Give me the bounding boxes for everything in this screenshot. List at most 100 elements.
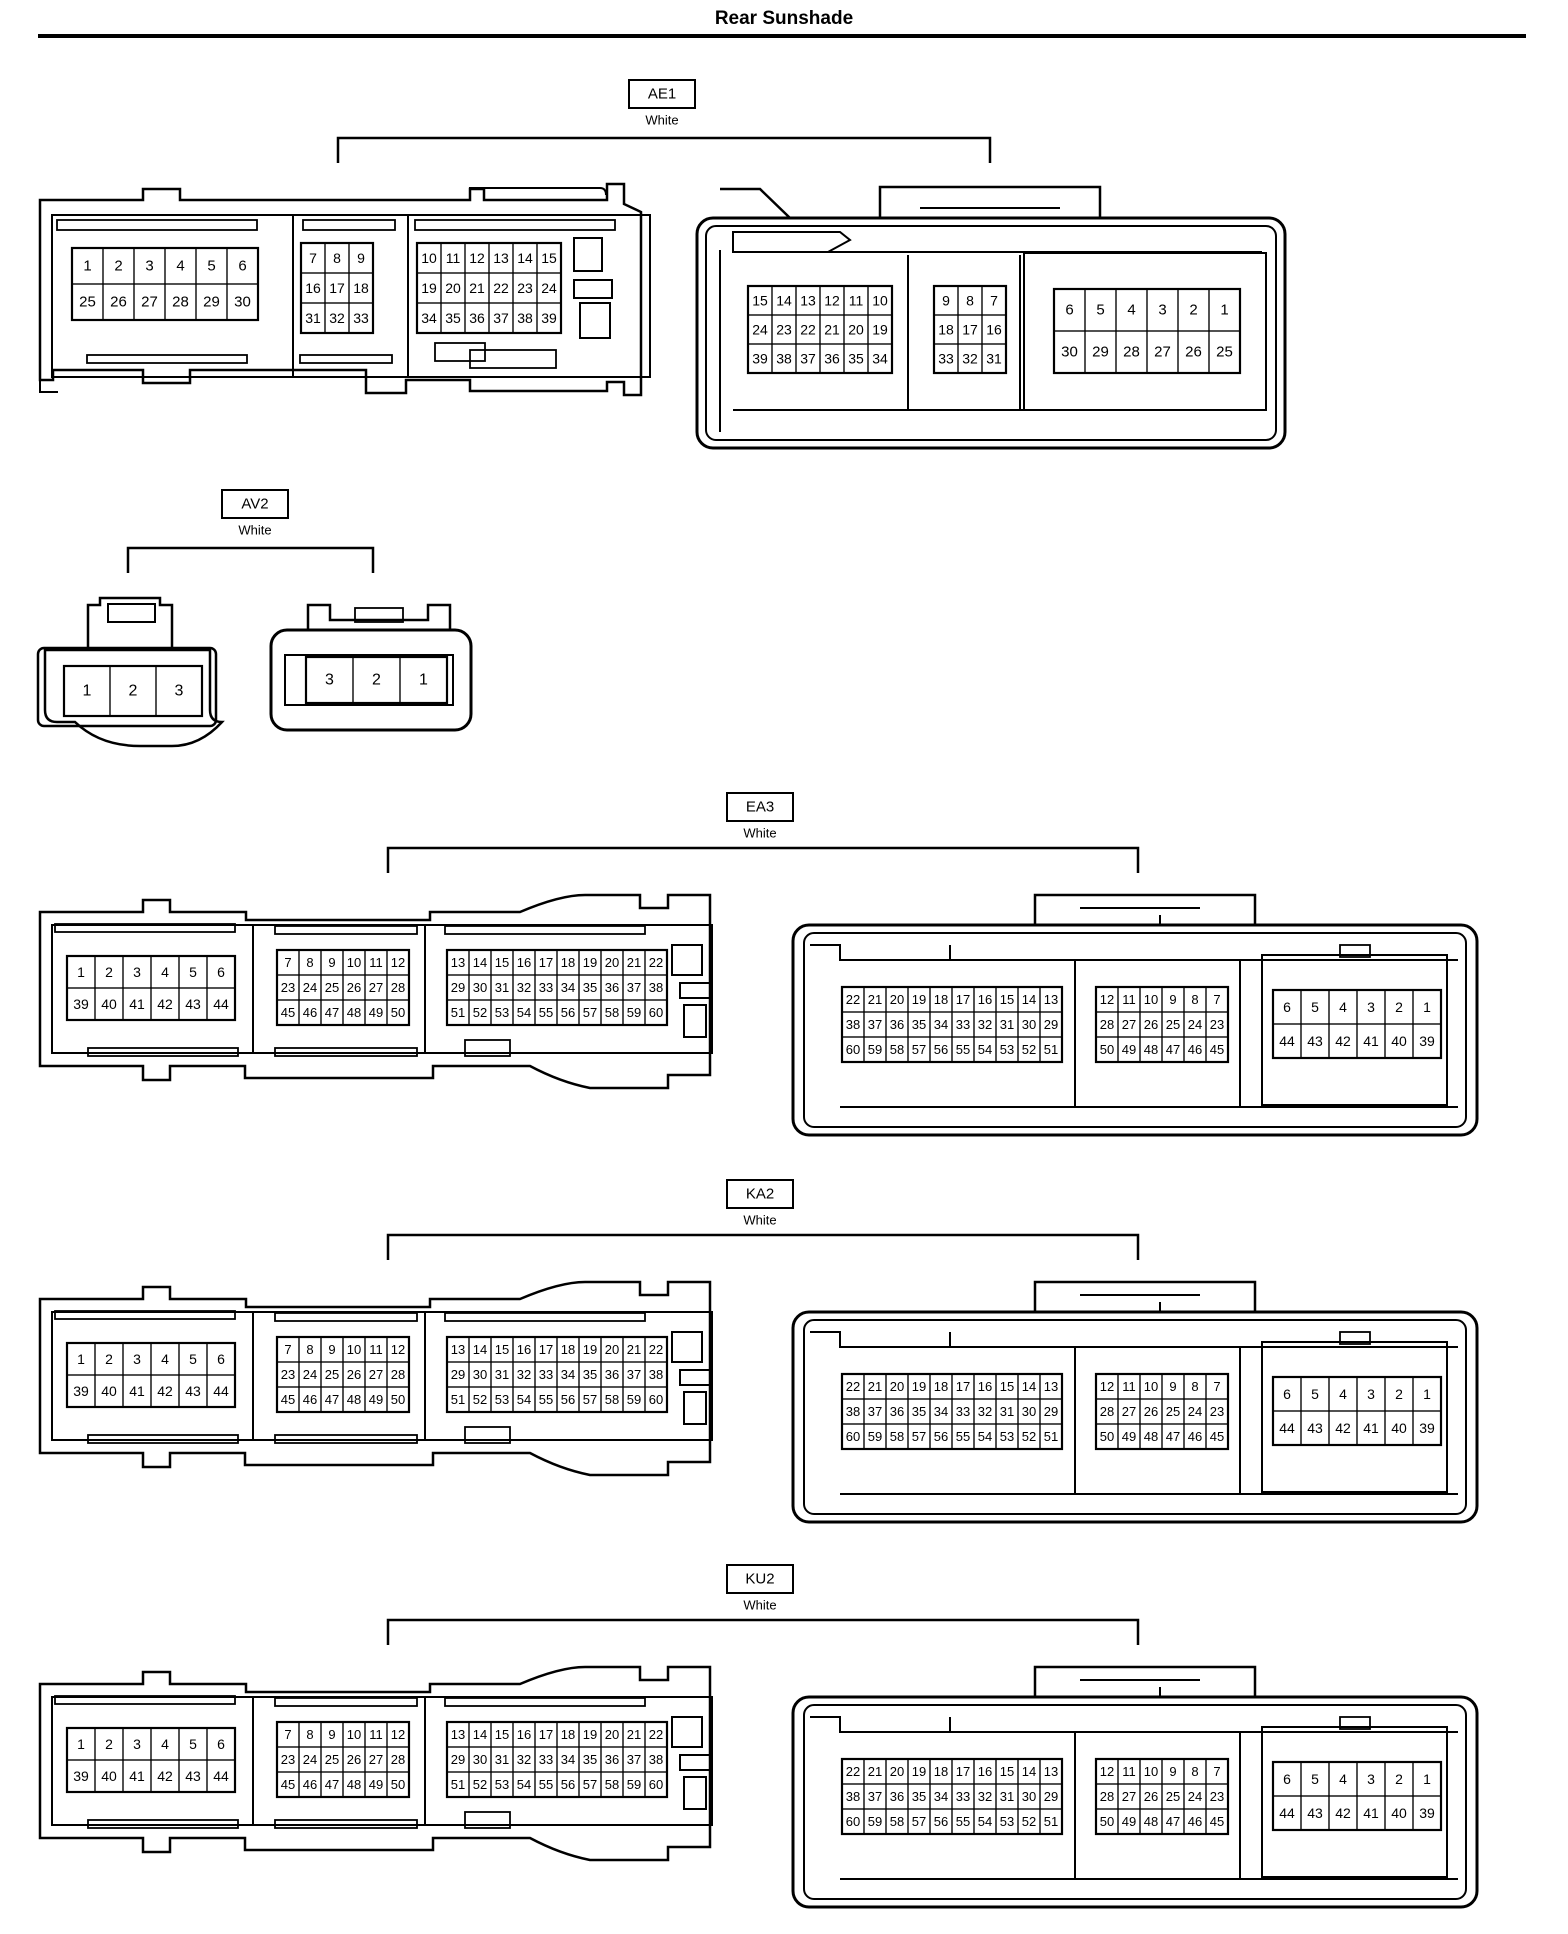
pin-number: 38	[846, 1017, 860, 1032]
ae1-male-rib	[86, 354, 248, 364]
pin-number: 46	[303, 1005, 317, 1020]
pin-number: 9	[357, 250, 365, 266]
pin-number: 35	[583, 1367, 597, 1382]
pairing-bracket	[336, 136, 992, 163]
ea-male-shell	[38, 1280, 712, 1477]
pin-number: 27	[369, 1752, 383, 1767]
pin-number: 55	[956, 1814, 970, 1829]
pin-number: 30	[473, 1752, 487, 1767]
ea-male-key	[683, 1391, 707, 1425]
title-rule	[38, 34, 1526, 38]
pin-cell	[1205, 1423, 1229, 1450]
pin-number: 32	[329, 310, 345, 326]
pin-number: 14	[473, 1727, 487, 1742]
pin-number: 54	[517, 1392, 531, 1407]
pin-number: 8	[1191, 992, 1198, 1007]
pin-number: 26	[347, 1752, 361, 1767]
pin-number: 23	[1210, 1017, 1224, 1032]
pin-cell	[206, 1759, 236, 1793]
pin-number: 16	[978, 1379, 992, 1394]
pin-number: 1	[77, 964, 85, 980]
pin-number: 50	[1100, 1814, 1114, 1829]
pin-cell	[399, 656, 448, 704]
pin-number: 57	[583, 1777, 597, 1792]
pin-number: 2	[1395, 1771, 1403, 1787]
ea-female-inner	[803, 1319, 1467, 1515]
pin-number: 24	[1188, 1789, 1202, 1804]
pin-number: 18	[561, 955, 575, 970]
pin-number: 37	[627, 1367, 641, 1382]
pin-number: 45	[281, 1392, 295, 1407]
pin-number: 45	[1210, 1042, 1224, 1057]
pin-number: 28	[391, 1752, 405, 1767]
av2-male-latch-window	[107, 603, 156, 623]
pin-number: 8	[1191, 1379, 1198, 1394]
ea-male-latch	[464, 1426, 511, 1444]
pin-number: 12	[391, 1727, 405, 1742]
pin-number: 42	[1335, 1805, 1351, 1821]
pin-number: 49	[1122, 1429, 1136, 1444]
pin-number: 43	[185, 996, 201, 1012]
pin-number: 39	[73, 1383, 89, 1399]
pin-number: 18	[934, 1764, 948, 1779]
pin-number: 23	[281, 1367, 295, 1382]
pin-number: 20	[890, 1764, 904, 1779]
ea-female-hood	[1033, 1280, 1257, 1312]
pin-cell	[1039, 1808, 1063, 1835]
pin-number: 24	[1188, 1017, 1202, 1032]
pin-number: 2	[114, 258, 122, 275]
pin-number: 49	[369, 1005, 383, 1020]
pin-number: 24	[303, 980, 317, 995]
pin-number: 12	[824, 293, 840, 309]
pin-number: 4	[176, 258, 184, 275]
pin-number: 57	[912, 1042, 926, 1057]
pin-number: 52	[473, 1392, 487, 1407]
pin-number: 50	[1100, 1042, 1114, 1057]
connector-color: White	[743, 826, 776, 841]
pin-number: 18	[934, 992, 948, 1007]
pin-number: 19	[583, 1727, 597, 1742]
pairing-bracket	[126, 546, 375, 573]
pin-number: 33	[956, 1789, 970, 1804]
pin-number: 44	[213, 996, 229, 1012]
ae1-male-key	[579, 302, 611, 339]
ea-male-rib	[54, 1695, 236, 1705]
pin-cell	[206, 1374, 236, 1408]
pin-number: 30	[1022, 1404, 1036, 1419]
pin-number: 58	[890, 1814, 904, 1829]
pin-number: 12	[1100, 1764, 1114, 1779]
pin-number: 33	[938, 351, 954, 367]
pin-number: 48	[1144, 1042, 1158, 1057]
pin-number: 18	[561, 1727, 575, 1742]
pin-number: 20	[605, 955, 619, 970]
pin-cell	[867, 343, 893, 374]
pin-number: 10	[872, 293, 888, 309]
pin-number: 29	[1044, 1017, 1058, 1032]
ea-male-latch	[464, 1039, 511, 1057]
pin-number: 56	[561, 1777, 575, 1792]
pin-number: 1	[1423, 999, 1431, 1015]
pin-cell	[206, 987, 236, 1021]
pin-number: 4	[1127, 302, 1135, 319]
pin-number: 35	[912, 1404, 926, 1419]
ea-male-key	[679, 1369, 711, 1386]
pin-number: 56	[561, 1392, 575, 1407]
pin-number: 37	[868, 1789, 882, 1804]
ae1-male-rib	[414, 219, 616, 231]
ae1-male-edge	[39, 202, 58, 393]
pin-number: 8	[1191, 1764, 1198, 1779]
pin-number: 31	[1000, 1017, 1014, 1032]
connector-id: EA3	[746, 799, 774, 816]
pin-number: 5	[189, 1736, 197, 1752]
pin-number: 27	[1122, 1404, 1136, 1419]
pin-number: 19	[421, 280, 437, 296]
ea-female-tab	[1339, 944, 1371, 958]
pin-number: 10	[347, 955, 361, 970]
ea-male-key	[671, 1716, 703, 1748]
pin-number: 2	[1395, 1386, 1403, 1402]
